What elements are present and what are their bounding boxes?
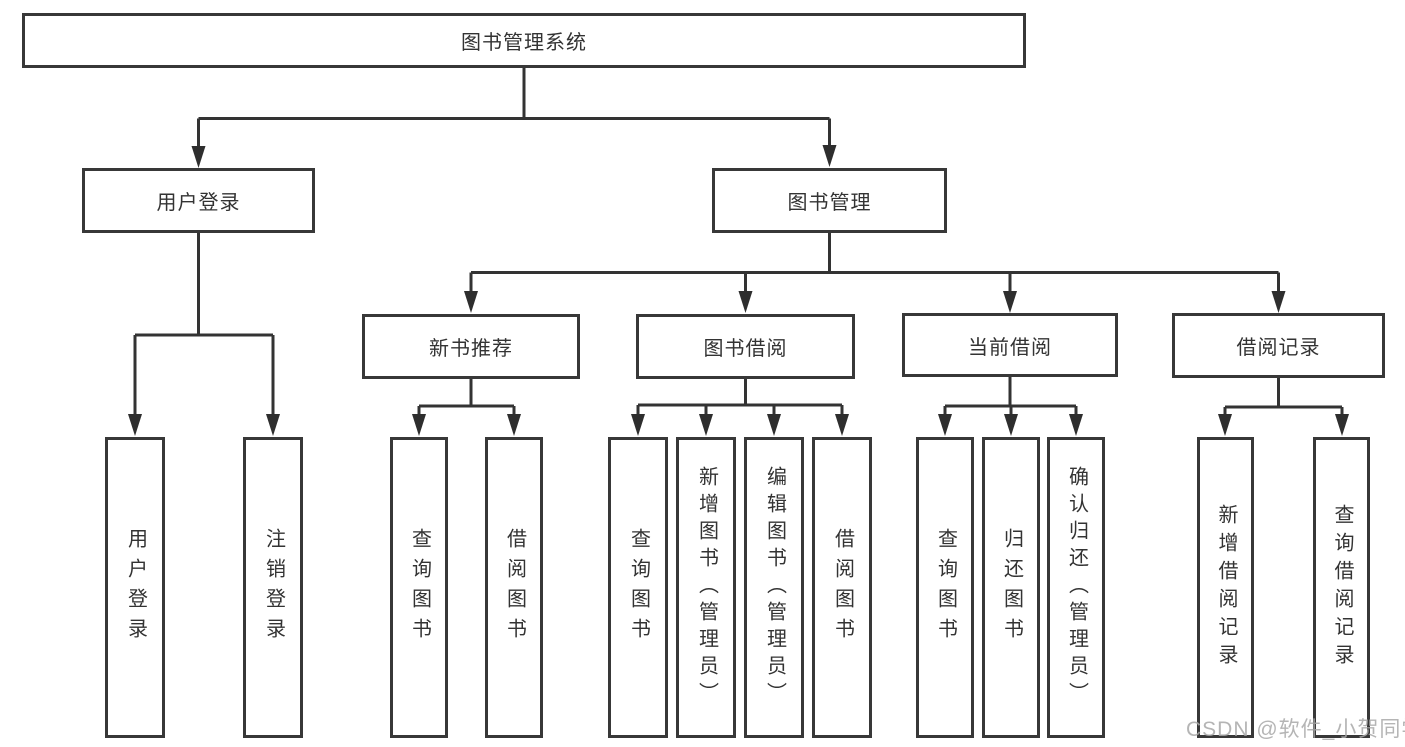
leaf-nbr-query-books: 查询图书 bbox=[390, 437, 448, 738]
node-user-login: 用户登录 bbox=[82, 168, 315, 233]
leaf-bb-borrow-books: 借阅图书 bbox=[812, 437, 872, 738]
leaf-bb-add-books-admin: 新增图书（管理员） bbox=[676, 437, 736, 738]
leaf-cb-confirm-return-admin: 确认归还（管理员） bbox=[1047, 437, 1105, 738]
leaf-cb-query-books: 查询图书 bbox=[916, 437, 974, 738]
leaf-bb-query-books: 查询图书 bbox=[608, 437, 668, 738]
leaf-logout: 注销登录 bbox=[243, 437, 303, 738]
leaf-br-query-record: 查询借阅记录 bbox=[1313, 437, 1370, 738]
csdn-watermark: CSDN @软件_小贺同学 bbox=[1186, 718, 1405, 741]
node-root: 图书管理系统 bbox=[22, 13, 1026, 68]
leaf-br-add-record: 新增借阅记录 bbox=[1197, 437, 1254, 738]
node-current-borrowing: 当前借阅 bbox=[902, 313, 1118, 377]
leaf-bb-edit-books-admin: 编辑图书（管理员） bbox=[744, 437, 804, 738]
node-borrow-records: 借阅记录 bbox=[1172, 313, 1385, 378]
node-new-book-recommend: 新书推荐 bbox=[362, 314, 580, 379]
leaf-cb-return-books: 归还图书 bbox=[982, 437, 1040, 738]
node-book-management: 图书管理 bbox=[712, 168, 947, 233]
leaf-nbr-borrow-books: 借阅图书 bbox=[485, 437, 543, 738]
node-book-borrowing: 图书借阅 bbox=[636, 314, 855, 379]
leaf-user-login: 用户登录 bbox=[105, 437, 165, 738]
